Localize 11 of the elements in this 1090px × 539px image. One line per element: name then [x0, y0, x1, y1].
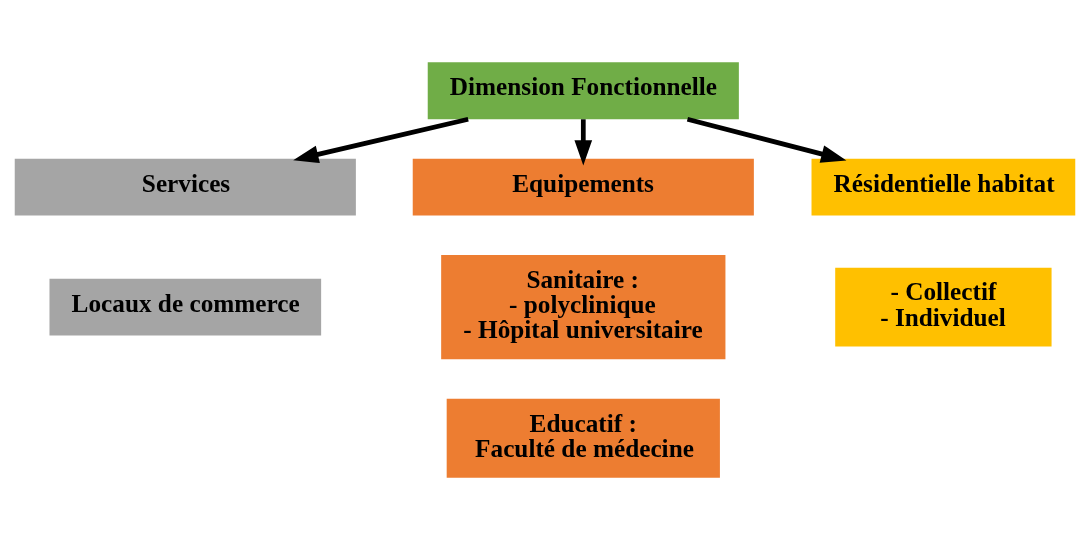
node-box: Résidentielle habitat	[811, 158, 1076, 215]
node-box: Services	[14, 158, 356, 215]
node-box: - Collectif - Individuel	[835, 267, 1052, 347]
arrow	[686, 116, 847, 163]
node-box: Dimension Fonctionnelle	[427, 61, 739, 119]
arrow	[574, 118, 593, 165]
arrow	[293, 116, 469, 163]
node-box: Sanitaire : - polyclinique - Hôpital universitaire	[441, 254, 726, 359]
node-box: Locaux de commerce	[49, 278, 322, 336]
node-box: Equipements	[412, 158, 754, 215]
node-box: Educatif : Faculté de médecine	[446, 398, 720, 478]
